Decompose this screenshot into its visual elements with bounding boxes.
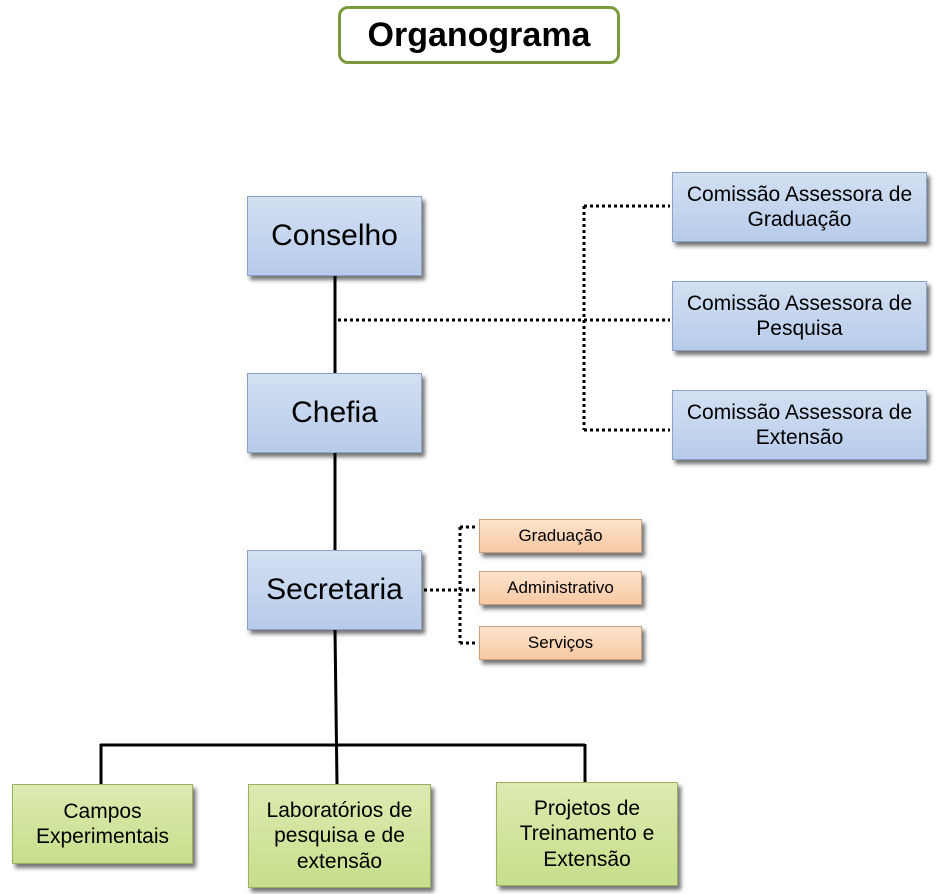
node-comissao-graduacao: Comissão Assessora de Graduação [672,172,927,242]
node-conselho: Conselho [247,196,422,276]
commission-dotted-lines [338,204,670,432]
node-comissao-pesquisa: Comissão Assessora de Pesquisa [672,281,927,351]
page-title: Organograma [338,6,620,64]
node-comissao-extensao: Comissão Assessora de Extensão [672,390,927,460]
node-laboratorios: Laboratórios de pesquisa e de extensão [248,784,431,888]
sector-dotted-lines [424,525,478,645]
node-secretaria: Secretaria [247,550,422,630]
node-projetos: Projetos de Treinamento e Extensão [496,782,678,886]
node-sector-servicos: Serviços [479,626,642,660]
node-sector-administrativo: Administrativo [479,571,642,605]
node-sector-graduacao: Graduação [479,519,642,553]
node-chefia: Chefia [247,373,422,453]
node-campos-experimentais: Campos Experimentais [12,784,193,864]
line-secretaria-units [333,629,339,785]
